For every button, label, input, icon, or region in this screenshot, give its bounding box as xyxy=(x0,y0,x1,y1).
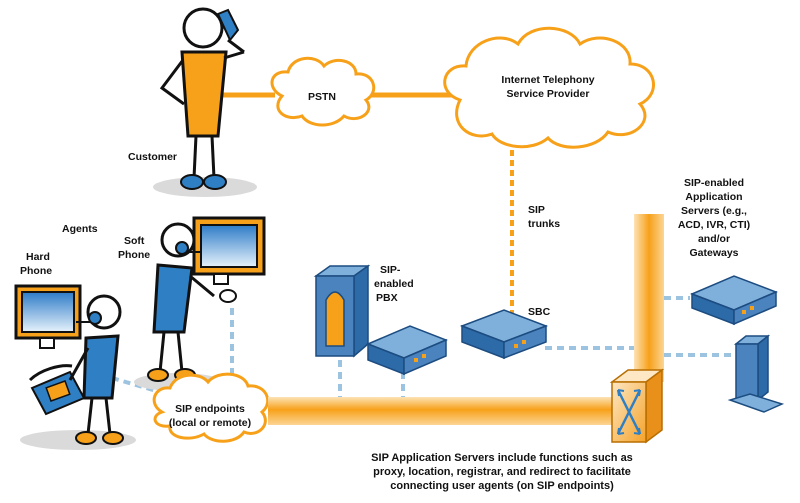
pstn-cloud: PSTN xyxy=(270,56,376,127)
sip-trunks-label-line1: SIP xyxy=(528,204,545,216)
app-server-backbone-bar xyxy=(634,214,664,382)
pbx-box xyxy=(366,325,448,376)
app-servers-label-line5: and/or xyxy=(698,233,730,245)
pbx-label-line1: SIP- xyxy=(380,264,401,276)
hard-phone-agent xyxy=(14,284,136,450)
itsp-label-line1: Internet Telephony xyxy=(501,74,594,86)
pbx-tower xyxy=(313,264,371,358)
app-servers-label-line1: SIP-enabled xyxy=(684,177,744,189)
sip-endpoints-label-line2: (local or remote) xyxy=(169,417,251,429)
customer-label: Customer xyxy=(128,151,177,163)
caption-line1: SIP Application Servers include function… xyxy=(371,452,633,464)
customer-figure xyxy=(153,7,257,197)
soft-phone-label-line1: Soft xyxy=(124,235,145,247)
sbc-label: SBC xyxy=(528,306,551,318)
soft-phone-label-line2: Phone xyxy=(118,249,150,261)
app-servers-label-line4: ACD, IVR, CTI) xyxy=(678,219,750,231)
sip-endpoints-cloud: SIP endpoints (local or remote) xyxy=(152,372,270,443)
pstn-label: PSTN xyxy=(308,91,336,103)
app-servers-label-line6: Gateways xyxy=(689,247,738,259)
itsp-label-line2: Service Provider xyxy=(507,88,590,100)
sip-switch xyxy=(609,368,665,444)
sip-endpoints-label-line1: SIP endpoints xyxy=(175,403,245,415)
hard-phone-label-line1: Hard xyxy=(26,251,50,263)
caption-line2: proxy, location, registrar, and redirect… xyxy=(373,466,631,478)
pbx-label-line3: PBX xyxy=(376,292,398,304)
hard-phone-label-line2: Phone xyxy=(20,265,52,277)
app-server-tower xyxy=(727,334,785,413)
caption-line3: connecting user agents (on SIP endpoints… xyxy=(390,480,614,492)
agents-label: Agents xyxy=(62,223,98,235)
soft-phone-agent xyxy=(134,216,266,391)
sip-trunks-label-line2: trunks xyxy=(528,218,560,230)
sip-backbone-bar xyxy=(268,397,616,425)
app-servers-label-line2: Application xyxy=(685,191,742,203)
app-server-box xyxy=(690,275,778,326)
itsp-cloud: Internet Telephony Service Provider xyxy=(443,26,655,149)
sbc-device xyxy=(459,309,549,360)
app-servers-label-line3: Servers (e.g., xyxy=(681,205,747,217)
pbx-label-line2: enabled xyxy=(374,278,414,290)
